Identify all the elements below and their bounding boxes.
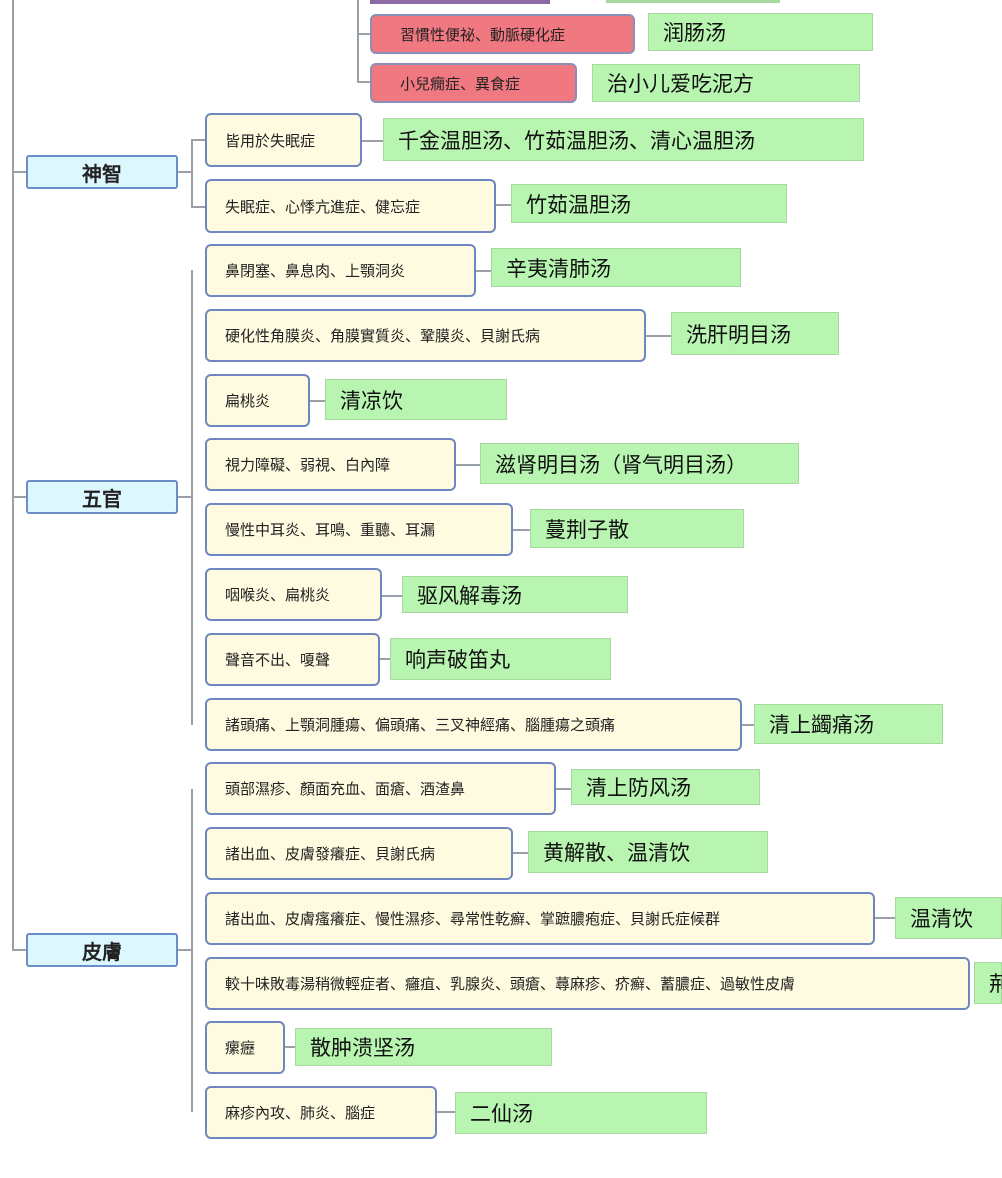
symptom-node[interactable]: 習慣性便祕、動脈硬化症 <box>370 14 635 54</box>
symptom-node[interactable]: 諸頭痛、上顎洞腫瘍、偏頭痛、三叉神經痛、腦腫瘍之頭痛 <box>205 698 742 751</box>
symptom-node[interactable]: 皆用於失眠症 <box>205 113 362 167</box>
symptom-node[interactable]: 鼻閉塞、鼻息肉、上顎洞炎 <box>205 244 476 297</box>
symptom-node[interactable]: 扁桃炎 <box>205 374 310 427</box>
symptom-node[interactable]: 慢性中耳炎、耳鳴、重聽、耳漏 <box>205 503 513 556</box>
symptom-node[interactable]: 麻疹內攻、肺炎、腦症 <box>205 1086 437 1139</box>
formula-node[interactable]: 驱风解毒汤 <box>402 576 628 613</box>
symptom-node[interactable]: 視力障礙、弱視、白內障 <box>205 438 456 491</box>
category-wuguan[interactable]: 五官 <box>26 480 178 514</box>
symptom-node[interactable]: 小兒癇症、異食症 <box>370 63 577 103</box>
symptom-node[interactable]: 較十味敗毒湯稍微輕症者、癰疽、乳腺炎、頭瘡、蕁麻疹、疥癬、蓄膿症、過敏性皮膚 <box>205 957 970 1010</box>
formula-node[interactable]: 治小儿爱吃泥方 <box>592 64 860 102</box>
symptom-node[interactable]: 頭部濕疹、顏面充血、面瘡、酒渣鼻 <box>205 762 556 815</box>
formula-node[interactable]: 温清饮 <box>895 897 1002 939</box>
formula-node[interactable]: 散肿溃坚汤 <box>295 1028 552 1066</box>
symptom-node[interactable]: 失眠症、心悸亢進症、健忘症 <box>205 179 496 233</box>
symptom-node[interactable]: 諸出血、皮膚瘙癢症、慢性濕疹、尋常性乾癬、掌蹠膿疱症、貝謝氏症候群 <box>205 892 875 945</box>
formula-node[interactable]: 清上防风汤 <box>571 769 760 805</box>
formula-node[interactable]: 清凉饮 <box>325 379 507 420</box>
formula-node[interactable]: 二仙汤 <box>455 1092 707 1134</box>
category-pifu[interactable]: 皮膚 <box>26 933 178 967</box>
symptom-node[interactable]: 聲音不出、嗄聲 <box>205 633 380 686</box>
category-shenzhi[interactable]: 神智 <box>26 155 178 189</box>
symptom-node[interactable]: 瘰癧 <box>205 1021 285 1074</box>
formula-node[interactable]: 润肠汤 <box>648 13 873 51</box>
formula-node[interactable]: 辛夷清肺汤 <box>491 248 741 287</box>
symptom-node[interactable]: 諸出血、皮膚發癢症、貝謝氏病 <box>205 827 513 880</box>
formula-node[interactable]: 滋肾明目汤（肾气明目汤） <box>480 443 799 484</box>
formula-node[interactable]: 荊 <box>974 962 1002 1004</box>
formula-node[interactable]: 蔓荆子散 <box>530 509 744 548</box>
formula-node[interactable]: 响声破笛丸 <box>390 638 611 680</box>
formula-node[interactable]: 竹茹温胆汤 <box>511 184 787 223</box>
formula-node[interactable]: 千金温胆汤、竹茹温胆汤、清心温胆汤 <box>383 118 864 161</box>
formula-node[interactable]: 清上蠲痛汤 <box>754 704 943 744</box>
symptom-node[interactable]: 咽喉炎、扁桃炎 <box>205 568 382 621</box>
symptom-node[interactable]: 硬化性角膜炎、角膜實質炎、鞏膜炎、貝謝氏病 <box>205 309 646 362</box>
formula-node[interactable]: 洗肝明目汤 <box>671 312 839 355</box>
formula-node[interactable]: 黄解散、温清饮 <box>528 831 768 873</box>
